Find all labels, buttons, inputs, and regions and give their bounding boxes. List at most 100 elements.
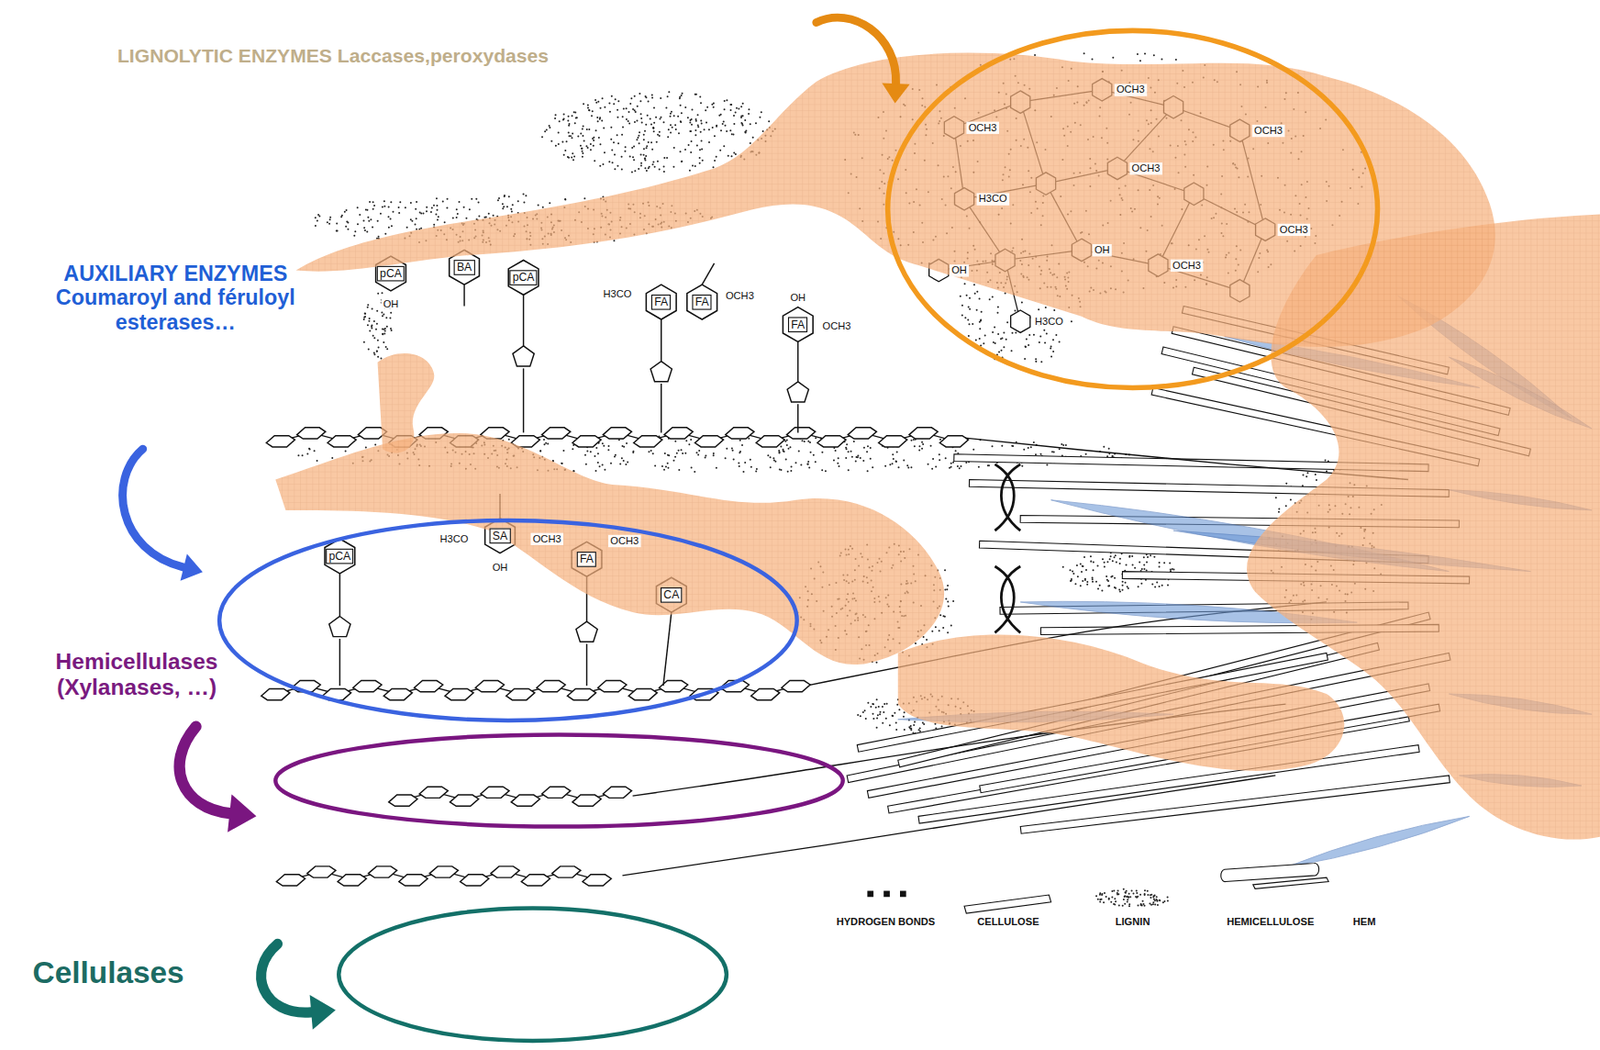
- stipple-dot: [1058, 340, 1061, 343]
- stipple-dot: [968, 308, 971, 311]
- stipple-dot: [650, 141, 653, 144]
- stipple-dot: [662, 121, 665, 123]
- stipple-dot: [597, 461, 600, 464]
- stipple-dot: [586, 450, 589, 453]
- stipple-dot: [1160, 58, 1163, 61]
- stipple-dot: [1034, 360, 1037, 363]
- stipple-dot: [725, 130, 728, 133]
- stipple-dot: [564, 198, 567, 200]
- stipple-dot: [635, 138, 638, 141]
- stipple-dot: [629, 102, 632, 105]
- stipple-dot: [680, 448, 683, 451]
- stipple-dot: [1111, 56, 1114, 59]
- stipple-dot: [697, 124, 700, 127]
- stipple-dot: [602, 127, 605, 130]
- stipple-dot: [674, 440, 677, 443]
- stipple-dot: [1065, 444, 1067, 446]
- stipple-dot: [913, 444, 916, 447]
- stipple-dot: [314, 224, 317, 227]
- stipple-dot: [576, 116, 578, 119]
- stipple-dot: [744, 132, 747, 134]
- stipple-dot: [950, 623, 953, 626]
- stipple-dot: [651, 94, 654, 97]
- stipple-dot: [600, 119, 603, 122]
- stipple-dot: [803, 440, 806, 443]
- stipple-dot: [314, 216, 317, 219]
- stipple-dot: [599, 143, 601, 145]
- stipple-dot: [712, 454, 715, 456]
- stipple-dot: [961, 304, 964, 307]
- stipple-dot: [379, 212, 382, 215]
- stipple-dot: [1040, 453, 1043, 456]
- stipple-dot: [656, 133, 659, 136]
- stipple-dot: [539, 449, 542, 452]
- stipple-dot: [544, 442, 547, 445]
- stipple-dot: [786, 444, 789, 446]
- stipple-dot: [653, 130, 656, 133]
- stipple-dot: [705, 122, 708, 124]
- stipple-dot: [755, 122, 757, 124]
- stipple-dot: [694, 133, 697, 136]
- stipple-dot: [558, 120, 561, 123]
- stipple-dot: [437, 215, 440, 218]
- stipple-dot: [539, 449, 542, 452]
- stipple-dot: [636, 105, 639, 108]
- stipple-dot: [656, 160, 659, 163]
- stipple-dot: [313, 449, 316, 452]
- stipple-dot: [1044, 342, 1046, 345]
- stipple-dot: [666, 95, 669, 98]
- stipple-dot: [557, 131, 560, 134]
- stipple-dot: [892, 457, 895, 460]
- stipple-dot: [1136, 53, 1139, 56]
- stipple-dot: [616, 133, 619, 136]
- stipple-dot: [934, 465, 937, 467]
- stipple-dot: [653, 122, 656, 124]
- stipple-dot: [698, 449, 700, 452]
- stipple-dot: [921, 447, 923, 450]
- stipple-dot: [896, 451, 899, 454]
- stipple-dot: [733, 114, 735, 117]
- stipple-dot: [644, 123, 647, 126]
- stipple-dot: [944, 456, 947, 459]
- stipple-dot: [789, 469, 792, 472]
- stipple-dot: [732, 449, 734, 452]
- stipple-dot: [810, 451, 812, 454]
- stipple-dot: [740, 105, 743, 108]
- stipple-dot: [566, 140, 568, 143]
- stipple-dot: [663, 468, 666, 471]
- stipple-dot: [921, 441, 923, 444]
- stipple-dot: [947, 604, 950, 607]
- stipple-dot: [470, 198, 473, 200]
- stipple-dot: [1022, 448, 1025, 451]
- stipple-dot: [625, 118, 628, 121]
- stipple-dot: [688, 130, 691, 133]
- stipple-dot: [595, 101, 598, 104]
- stipple-dot: [638, 92, 641, 95]
- stipple-dot: [700, 101, 702, 104]
- stipple-dot: [778, 468, 781, 471]
- stipple-dot: [581, 150, 584, 153]
- stipple-dot: [621, 168, 623, 171]
- stipple-dot: [1005, 338, 1008, 341]
- stipple-dot: [762, 130, 765, 133]
- stipple-dot: [628, 122, 631, 125]
- stipple-dot: [584, 454, 587, 456]
- stipple-dot: [570, 155, 573, 158]
- stipple-dot: [1006, 321, 1009, 323]
- stipple-dot: [1153, 54, 1156, 56]
- stipple-dot: [616, 165, 619, 167]
- stipple-dot: [898, 466, 900, 468]
- stipple-dot: [410, 218, 412, 221]
- stipple-dot: [786, 438, 789, 441]
- stipple-dot: [942, 614, 945, 617]
- stipple-dot: [708, 128, 711, 131]
- stipple-dot: [695, 93, 698, 96]
- stipple-dot: [652, 127, 655, 130]
- stipple-dot: [996, 311, 999, 314]
- stipple-dot: [700, 147, 703, 150]
- stipple-dot: [641, 121, 644, 123]
- stipple-dot: [654, 465, 656, 467]
- stipple-dot: [1000, 349, 1002, 352]
- stipple-dot: [358, 213, 361, 216]
